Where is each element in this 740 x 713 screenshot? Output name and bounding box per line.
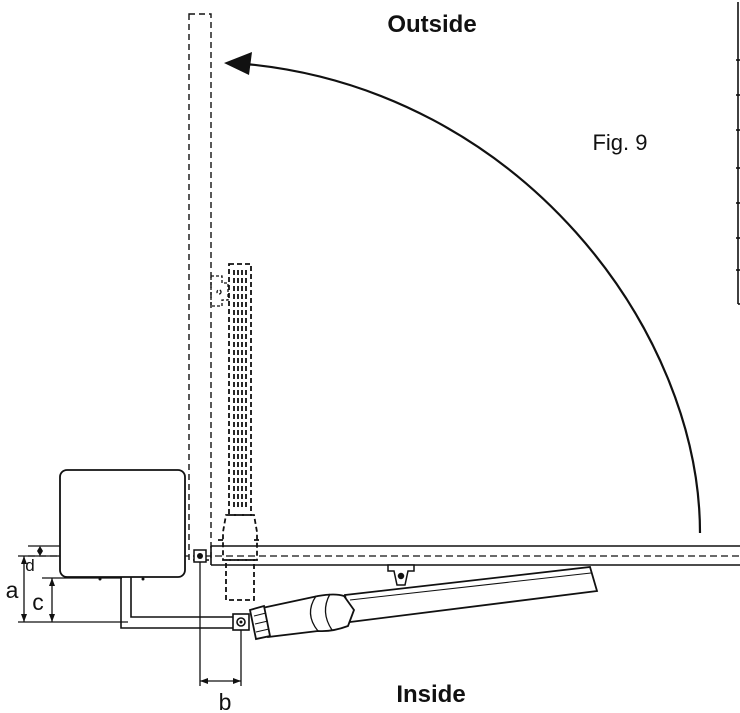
gate-leaf-open xyxy=(188,13,212,561)
gate-pillar xyxy=(59,469,186,581)
gate-operator-closed xyxy=(248,566,599,641)
dimension-d xyxy=(28,545,60,556)
dimension-c xyxy=(42,577,122,622)
figure-number: Fig. 9 xyxy=(592,130,647,155)
table-fragment xyxy=(736,2,740,305)
dimension-a-label: a xyxy=(6,577,19,603)
pillar-mounting-bracket xyxy=(120,577,241,629)
leaf-bracket-closed xyxy=(387,564,415,586)
dimension-d-label: d xyxy=(25,556,34,575)
dimension-b-label: b xyxy=(219,689,232,713)
dimension-b xyxy=(199,562,242,686)
outside-label: Outside xyxy=(387,11,476,38)
opening-swing-arc xyxy=(224,52,702,534)
hinge-pivot xyxy=(193,549,207,563)
operator-rear-pivot xyxy=(232,613,250,631)
leaf-bracket-open xyxy=(210,275,229,307)
dimension-c-label: c xyxy=(32,589,44,615)
inside-label: Inside xyxy=(396,681,465,708)
arrow-head-icon xyxy=(224,52,252,75)
dimension-a xyxy=(18,555,128,623)
operator-open-position xyxy=(218,263,262,601)
